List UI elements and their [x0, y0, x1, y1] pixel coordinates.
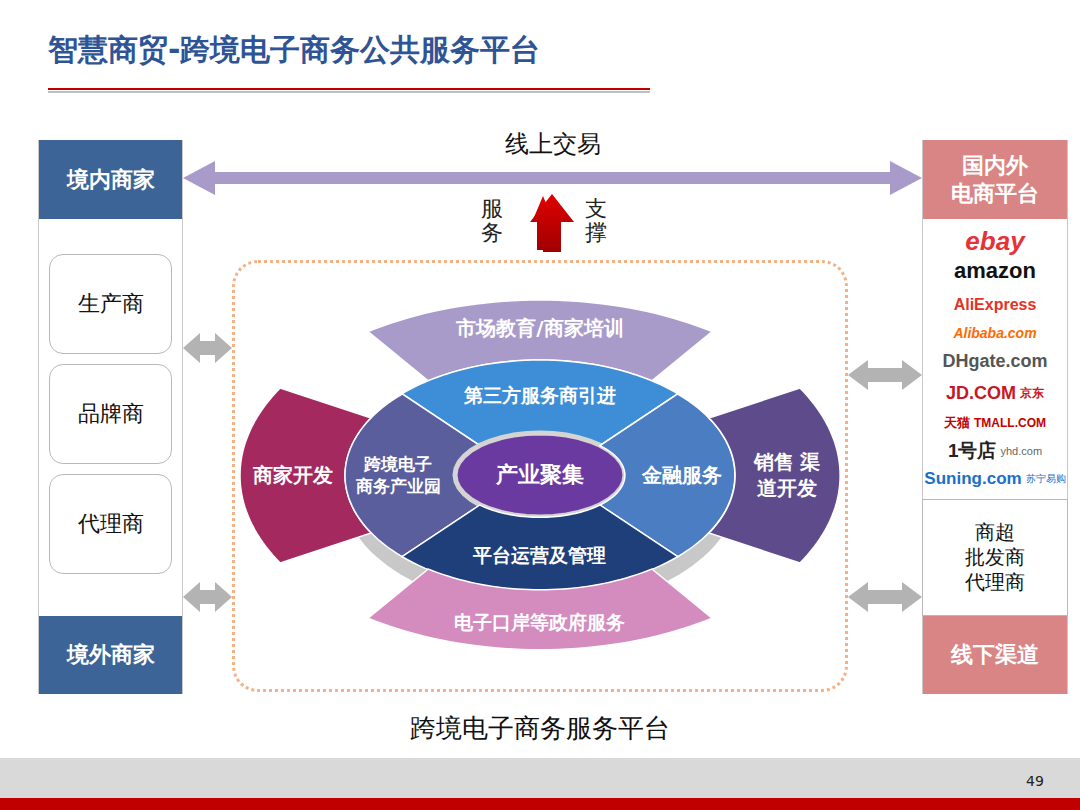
logo-row: amazon: [923, 257, 1067, 285]
platform-logo: 京东: [1020, 385, 1044, 402]
page-number: 49: [1026, 773, 1044, 789]
edge-label: 线上交易: [501, 128, 605, 160]
logo-row: 天猫 TMALL.COM: [923, 409, 1067, 437]
double-arrow: [183, 333, 232, 363]
title-underline: [48, 88, 650, 90]
support-arrow-body: [530, 194, 574, 252]
segment-label: 商家开发: [253, 462, 333, 488]
double-arrow: [848, 582, 922, 612]
logo-row: Suning.com 苏宁易购: [923, 465, 1067, 493]
double-arrow: [183, 161, 922, 195]
segment-label: 第三方服务商引进: [464, 383, 616, 408]
label-box: 生产商: [49, 254, 172, 354]
segment-label: 跨境电子 商务产业园: [355, 453, 441, 497]
box-label: 生产商: [78, 290, 144, 318]
box-label: 商超 批发商 代理商: [965, 520, 1026, 595]
logo-row: ebay: [923, 227, 1067, 255]
platform-logo: 1号店: [948, 438, 997, 464]
label-box: 品牌商: [49, 364, 172, 464]
panel-heading: 线下渠道: [923, 616, 1067, 694]
platform-logo: Alibaba.com: [953, 325, 1036, 341]
footer-bar: [0, 798, 1080, 810]
platform-logo: 天猫: [944, 414, 970, 432]
footer-band: [0, 758, 1080, 798]
segment-label: 电子口岸等政府服务: [454, 610, 625, 635]
platform-logo: amazon: [954, 258, 1036, 284]
segment-shape: [365, 566, 715, 653]
segment-label: 市场教育/商家培训: [456, 315, 623, 341]
segment-shape: [706, 385, 843, 566]
logo-row: AliExpress: [923, 291, 1067, 319]
segment-label: 平台运营及管理: [473, 543, 606, 568]
logo-row: DHgate.com: [923, 347, 1067, 375]
platform-logo: DHgate.com: [942, 351, 1047, 372]
platform-region: 市场教育/商家培训商家开发 第三方服务商引进跨境电子 商务产业园 产业聚集 金融服务销…: [232, 260, 848, 692]
platform-logo: yhd.com: [1001, 445, 1043, 457]
segment-label: 产业聚集: [496, 461, 584, 490]
panel-heading: 境内商家: [39, 140, 182, 219]
segment-label: 销售 渠道开发: [746, 449, 827, 501]
title-shadow-line: [48, 91, 650, 93]
double-arrow: [848, 360, 922, 390]
platform-logo: ebay: [965, 226, 1024, 257]
logo-row: Alibaba.com: [923, 319, 1067, 347]
merchant-panel: 生产商品牌商代理商 境内商家境外商家: [38, 140, 183, 694]
platform-caption: 跨境电子商务服务平台: [235, 711, 845, 746]
box-label: 品牌商: [78, 400, 144, 428]
panel-heading: 国内外 电商平台: [923, 140, 1067, 219]
vertical-label: 支撑: [585, 197, 607, 245]
outer-band: 销售 渠道开发: [706, 385, 843, 566]
segment-label: 金融服务: [642, 462, 722, 488]
logo-row: 1号店 yhd.com: [923, 437, 1067, 465]
label-box: 商超 批发商 代理商: [922, 499, 1068, 616]
double-arrow: [183, 582, 232, 612]
slide-title: 智慧商贸-跨境电子商务公共服务平台: [48, 30, 540, 71]
platform-logo: AliExpress: [954, 296, 1037, 314]
box-label: 代理商: [78, 510, 144, 538]
platform-panel: 商超 批发商 代理商 国内外 电商平台线下渠道 ebayamazonAliExpre…: [922, 140, 1068, 694]
platform-logo: Suning.com: [924, 469, 1021, 489]
logo-row: JD.COM京东: [923, 379, 1067, 407]
segment-outline: [709, 388, 840, 563]
vertical-label: 服务: [481, 197, 503, 245]
segment-outline: [368, 569, 712, 650]
platform-logo: TMALL.COM: [974, 416, 1046, 430]
panel-heading: 境外商家: [39, 616, 182, 694]
platform-logo: JD.COM: [946, 383, 1016, 404]
outer-band: 电子口岸等政府服务: [365, 566, 715, 653]
platform-logo: 苏宁易购: [1026, 472, 1066, 486]
label-box: 代理商: [49, 474, 172, 574]
